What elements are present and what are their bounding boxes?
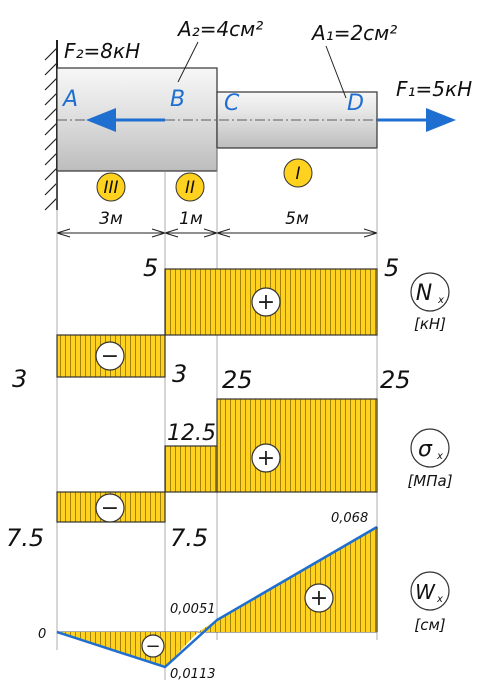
point-A: A <box>61 87 78 112</box>
svg-text:x: x <box>437 295 444 306</box>
svg-text:x: x <box>436 451 443 462</box>
W-value-D: 0,068 <box>331 511 368 526</box>
sigma-bar-II <box>164 445 218 493</box>
svg-text:[МПа]: [МПа] <box>407 472 452 490</box>
svg-text:σ: σ <box>418 437 433 462</box>
sigma-minus-sign: − <box>95 493 125 523</box>
svg-text:−: − <box>145 636 160 657</box>
svg-text:+: + <box>257 446 275 471</box>
label-F2: F₂=8кН <box>64 39 140 63</box>
sigma-value-B-top: 12.5 <box>167 421 216 446</box>
sigma-value-B-bottom: 7.5 <box>170 524 208 552</box>
svg-text:−: − <box>101 496 119 521</box>
svg-text:II: II <box>185 178 195 198</box>
N-value-A: 3 <box>12 365 27 393</box>
svg-text:III: III <box>103 178 118 198</box>
sigma-value-A: 7.5 <box>6 524 44 552</box>
length-II: 1м <box>179 209 203 229</box>
section-marker-II: II <box>175 172 205 202</box>
label-F1: F₁=5кН <box>396 77 472 101</box>
label-A1: A₁=2см² <box>310 21 397 45</box>
svg-text:−: − <box>101 344 119 369</box>
diagram-sigma: + − 25 25 12.5 7.5 7.5 σ x [МПа] <box>6 366 453 552</box>
sigma-legend: σ x [МПа] <box>407 428 453 490</box>
length-I: 5м <box>285 209 309 229</box>
sigma-value-C: 25 <box>222 366 253 394</box>
W-value-B: 0,0113 <box>170 667 216 682</box>
N-legend: N x [кН] <box>410 272 450 333</box>
point-D: D <box>347 91 364 116</box>
svg-text:I: I <box>295 164 300 184</box>
N-minus-sign: − <box>95 341 125 371</box>
leader-A1 <box>325 45 347 99</box>
point-C: C <box>224 91 240 116</box>
leader-A2 <box>177 41 199 83</box>
W-minus-sign: − <box>141 634 165 658</box>
sigma-value-D: 25 <box>380 366 411 394</box>
W-value-C: 0,0051 <box>170 602 216 617</box>
sigma-bar-I <box>216 398 378 493</box>
N-value-B-top: 5 <box>143 254 158 282</box>
svg-text:W: W <box>415 580 436 604</box>
N-value-D-top: 5 <box>384 254 399 282</box>
point-B: B <box>170 87 185 112</box>
svg-text:x: x <box>436 594 443 605</box>
sigma-plus-sign: + <box>251 443 281 473</box>
svg-text:+: + <box>257 290 275 315</box>
svg-text:+: + <box>310 586 328 611</box>
N-plus-sign: + <box>251 287 281 317</box>
section-marker-III: III <box>96 172 126 202</box>
W-curve <box>56 525 378 669</box>
length-III: 3м <box>99 209 123 229</box>
fixed-wall-support <box>44 40 58 211</box>
label-A2: A₂=4см² <box>176 17 263 41</box>
W-legend: W x [см] <box>410 571 450 634</box>
W-area-negative <box>57 632 198 667</box>
diagram-W: + − 0 0,0051 0,0113 0,068 W x [см] <box>38 511 450 682</box>
svg-text:[см]: [см] <box>414 616 445 634</box>
svg-text:[кН]: [кН] <box>414 315 446 333</box>
svg-text:N: N <box>416 281 432 306</box>
W-value-A: 0 <box>38 627 46 642</box>
W-plus-sign: + <box>304 583 334 613</box>
section-marker-I: I <box>283 158 313 188</box>
N-value-B-bottom: 3 <box>172 360 187 388</box>
diagram-N: + − 5 5 3 3 N x [кН] <box>12 254 450 393</box>
